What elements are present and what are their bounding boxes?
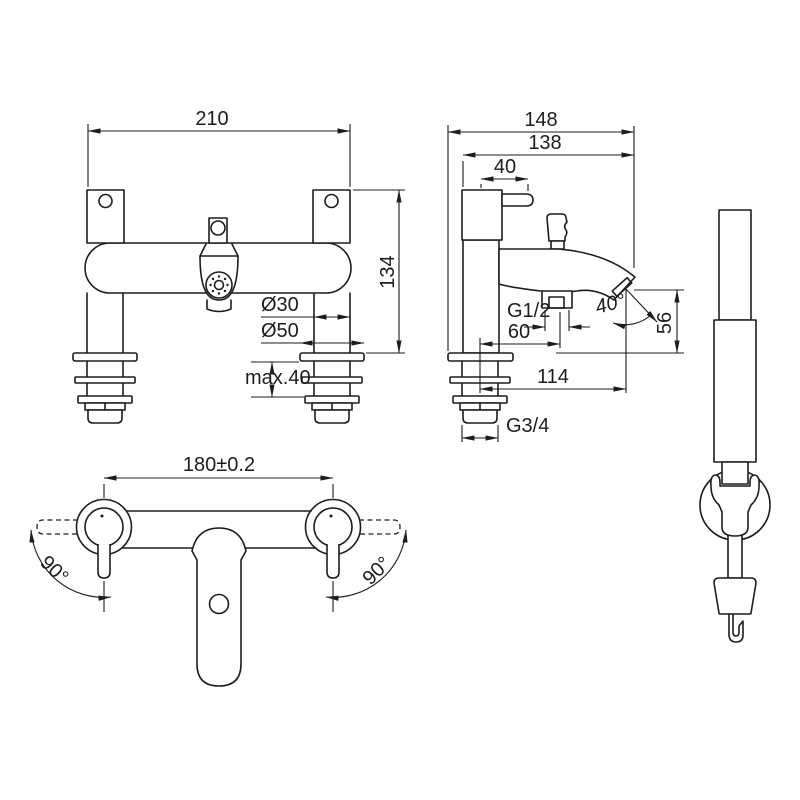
plan-diverter-button bbox=[208, 593, 230, 615]
front-right-leg bbox=[299, 292, 365, 424]
front-spout bbox=[199, 217, 239, 313]
dim-plan-swing-right: 90° bbox=[359, 553, 396, 590]
aerator-face bbox=[205, 271, 233, 299]
side-aerator bbox=[611, 276, 633, 298]
dim-side-outlet-offset: 60 bbox=[508, 321, 530, 343]
hose-connector bbox=[713, 577, 757, 615]
side-lever bbox=[501, 193, 534, 207]
shower-handle-grip bbox=[713, 319, 757, 463]
dim-plan-hole-centres: 180±0.2 bbox=[183, 454, 255, 476]
side-diverter-knob bbox=[546, 213, 568, 250]
front-left-handle bbox=[86, 189, 125, 244]
dim-side-spout-reach: 114 bbox=[537, 366, 569, 388]
dim-front-body-height: 134 bbox=[377, 255, 399, 288]
front-left-leg bbox=[72, 292, 138, 424]
top-view: 180±0.2 90° 90° bbox=[29, 454, 408, 687]
side-leg bbox=[447, 239, 514, 424]
dim-front-pillar-diameter: Ø30 bbox=[261, 294, 299, 316]
plan-right-lever-alt bbox=[359, 519, 401, 535]
plan-left-lever bbox=[97, 544, 111, 579]
shower-handle-top bbox=[718, 209, 752, 321]
shower-hose bbox=[728, 613, 744, 643]
hand-shower bbox=[699, 209, 771, 643]
front-dimensions: 210 134 Ø30 Ø50 max.40 bbox=[87, 108, 405, 398]
side-spout bbox=[498, 248, 636, 301]
dim-plan-swing-left: 90° bbox=[35, 552, 72, 589]
side-handle bbox=[461, 189, 534, 241]
dim-side-handle-length: 40 bbox=[494, 156, 516, 178]
front-right-handle bbox=[312, 189, 351, 244]
dim-front-overall-width: 210 bbox=[195, 108, 228, 130]
aerator-dots bbox=[209, 275, 229, 295]
dim-side-spout-height: 56 bbox=[654, 312, 676, 334]
shower-neck bbox=[721, 461, 749, 485]
dim-front-max-deck: max.40 bbox=[245, 367, 311, 389]
dim-side-body-depth: 138 bbox=[528, 132, 561, 154]
side-view: 148 138 40 G1/2 60 114 40° bbox=[447, 109, 684, 442]
bracket-holder bbox=[710, 474, 760, 537]
plan-left-lever-alt bbox=[36, 519, 78, 535]
dim-front-flange-diameter: Ø50 bbox=[261, 320, 299, 342]
dim-side-inlet-thread: G3/4 bbox=[506, 415, 549, 437]
dim-side-spray-angle: 40° bbox=[593, 290, 628, 319]
side-hose-outlet bbox=[541, 290, 573, 309]
dim-side-overall-depth: 148 bbox=[524, 109, 557, 131]
plan-right-lever bbox=[326, 544, 340, 579]
front-view: 210 134 Ø30 Ø50 max.40 bbox=[72, 108, 405, 424]
dim-side-outlet-thread: G1/2 bbox=[507, 300, 550, 322]
